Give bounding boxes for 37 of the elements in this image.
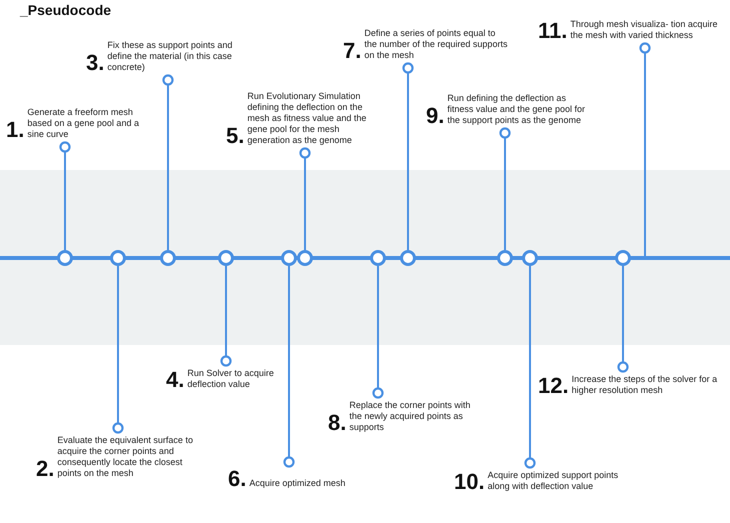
step-number: 2. [36, 459, 54, 479]
connector-line [112, 266, 124, 434]
connector-line [639, 42, 651, 258]
title: _Pseudocode [20, 1, 112, 20]
step-description: Evaluate the equivalent surface to acquire the corner points and consequently locate the closest points on the mesh [57, 435, 194, 479]
step-number: 8. [328, 413, 346, 433]
step-description: Replace the corner points with the newly acquired points as supports [349, 400, 472, 433]
step-description: Run Solver to acquire deflection value [187, 368, 275, 390]
connector-line [372, 266, 384, 399]
step-number: 9. [426, 106, 444, 126]
step-description: Generate a freeform mesh based on a gene pool and a sine curve [27, 107, 140, 140]
step-description: Run defining the deflection as fitness value and the gene pool for the support points as the genome [447, 93, 586, 126]
connector-line [162, 74, 174, 250]
connector-line [402, 62, 414, 250]
step-number: 1. [6, 120, 24, 140]
step-number: 7. [343, 41, 362, 61]
step-number: 12. [538, 376, 569, 396]
step-description: Run Evolutionary Simulation defining the deflection on the mesh as fitness value and the gene pool for the mesh generation as the genome [247, 91, 368, 146]
connector-line [617, 266, 629, 373]
step-number: 6. [228, 469, 246, 489]
step-number: 10. [454, 472, 485, 492]
connector-line [283, 266, 295, 468]
step-number: 5. [226, 126, 244, 146]
step-number: 4. [166, 370, 184, 390]
connector-line [299, 147, 311, 250]
step-description: Define a series of points equal to the number of the required supports on the mesh [364, 28, 508, 61]
step-description: Acquire optimized support points along with deflection value [488, 470, 620, 492]
connector-line [59, 141, 71, 250]
step-number: 11. [538, 21, 568, 41]
step-description: Through mesh visualiza- tion acquire the mesh with varied thickness [570, 19, 718, 41]
step-description: Fix these as support points and define the material (in this case concrete) [107, 40, 234, 73]
connector-line [524, 266, 536, 469]
step-number: 3. [86, 53, 104, 73]
connector-line [220, 266, 232, 367]
step-description: Acquire optimized mesh [249, 478, 346, 489]
step-description: Increase the steps of the solver for a higher resolution mesh [572, 374, 718, 396]
connector-line [499, 127, 511, 250]
